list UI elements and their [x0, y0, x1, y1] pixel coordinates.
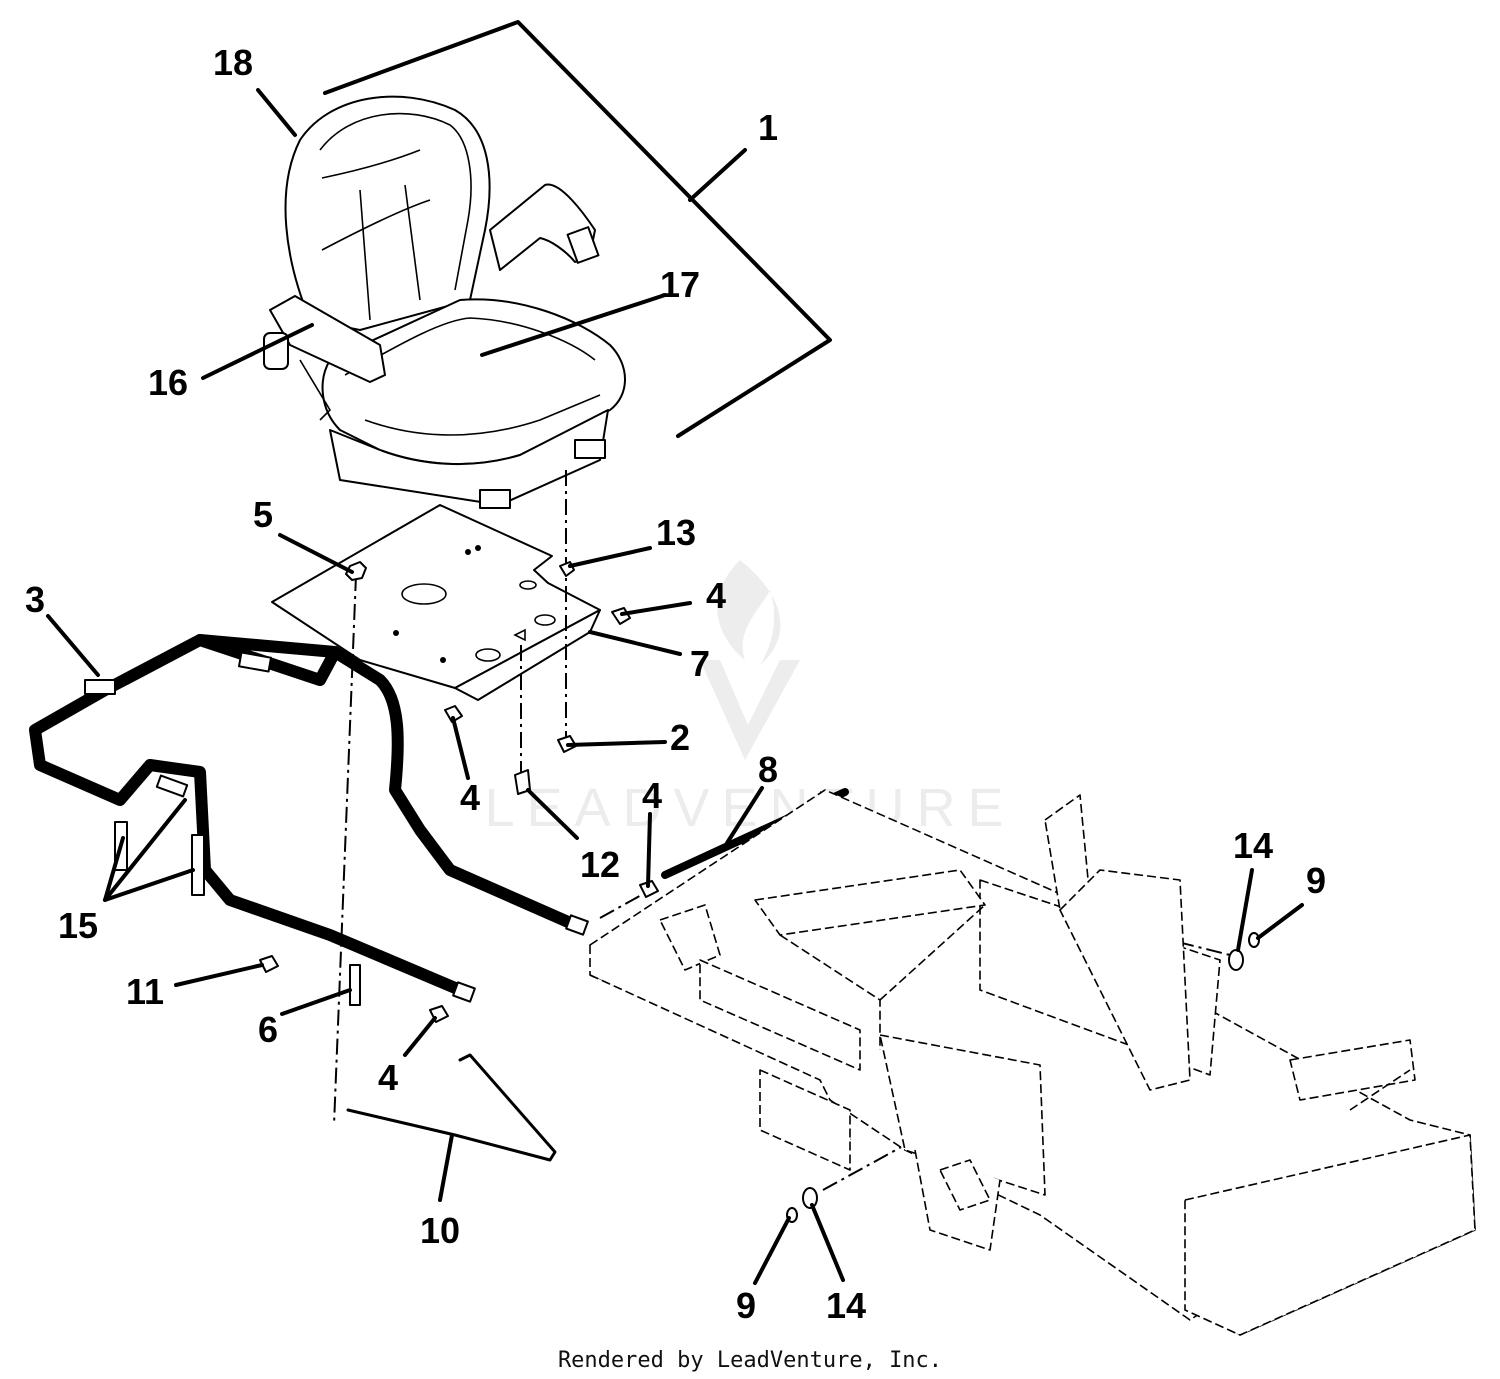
leadventure-watermark-logo [700, 560, 800, 760]
callout-9b: 9 [736, 1285, 756, 1326]
seat-back [284, 95, 491, 331]
footer-credit: Rendered by LeadVenture, Inc. [558, 1348, 942, 1373]
callout-4c: 4 [642, 775, 662, 816]
callout-4a: 4 [706, 575, 726, 616]
callout-labels: 18 1 17 16 5 13 4 3 7 2 4 8 4 12 14 9 15… [25, 42, 1326, 1326]
seat-support-rod [29, 634, 589, 1003]
spring-rod-10 [346, 1053, 557, 1162]
callout-14b: 14 [826, 1285, 866, 1326]
callout-6: 6 [258, 1009, 278, 1050]
bumper-pad-3 [155, 774, 189, 798]
watermark-text: LEADVENTURE [484, 778, 1015, 838]
seat-base [329, 409, 609, 506]
bolt-4b [444, 705, 463, 723]
callout-1: 1 [758, 107, 778, 148]
callout-15: 15 [58, 905, 98, 946]
callout-13: 13 [656, 512, 696, 553]
bolt-5 [345, 561, 367, 581]
callout-16: 16 [148, 362, 188, 403]
leader-lines [46, 88, 1304, 1285]
callout-3: 3 [25, 579, 45, 620]
callout-7: 7 [690, 643, 710, 684]
callout-10: 10 [420, 1210, 460, 1251]
callout-9a: 9 [1306, 860, 1326, 901]
callout-4b: 4 [460, 777, 480, 818]
washer-14b [802, 1187, 818, 1209]
left-armrest [269, 295, 386, 383]
callout-8: 8 [758, 749, 778, 790]
armrest-knob [263, 332, 289, 370]
callout-2: 2 [670, 717, 690, 758]
callout-12: 12 [580, 844, 620, 885]
callout-17: 17 [660, 264, 700, 305]
assembly-bracket [323, 20, 832, 438]
callout-4d: 4 [378, 1057, 398, 1098]
bumper-pad-2 [191, 834, 205, 896]
callout-11: 11 [126, 971, 164, 1012]
main-frame [589, 789, 1476, 1336]
seat-plate-top [271, 504, 601, 689]
pin-9a [1248, 932, 1260, 948]
callout-18: 18 [213, 42, 253, 83]
bolt-6 [349, 964, 361, 1006]
bolt-11 [259, 955, 279, 973]
bolt-4a [611, 607, 631, 625]
washer-14a [1228, 949, 1244, 971]
callout-5: 5 [253, 494, 273, 535]
callout-14a: 14 [1233, 825, 1273, 866]
seat-assembly [263, 20, 832, 509]
